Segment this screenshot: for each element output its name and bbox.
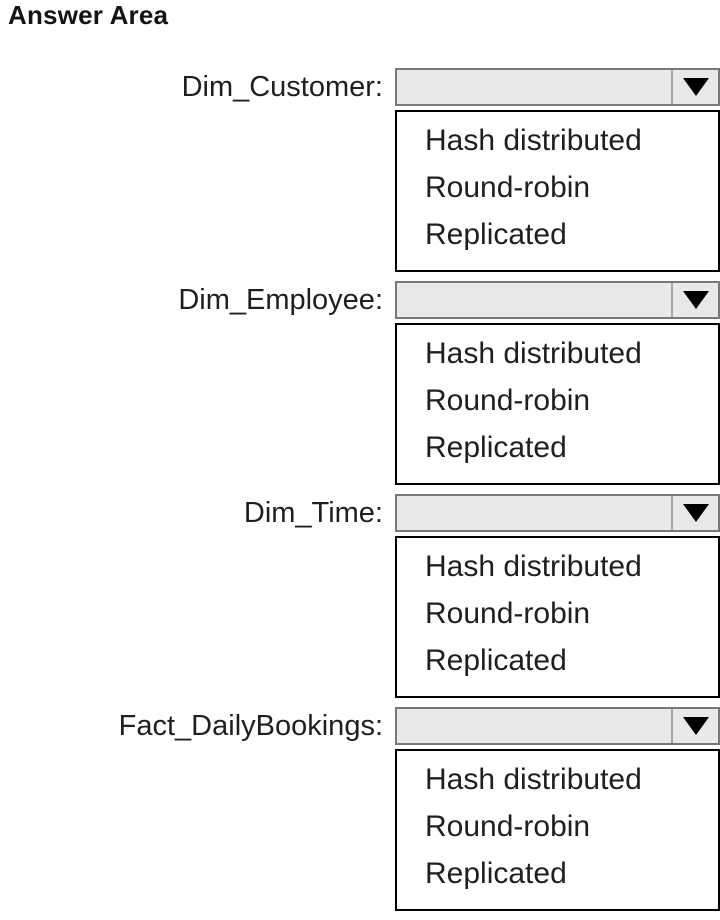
distribution-dropdown[interactable]	[395, 494, 720, 532]
list-item[interactable]: Hash distributed	[425, 337, 642, 370]
dropdown-selected-value	[397, 70, 671, 104]
list-item[interactable]: Replicated	[425, 857, 567, 890]
answer-area: Dim_Customer: Hash distributed Round-rob…	[0, 68, 720, 920]
row-label: Dim_Customer:	[181, 71, 383, 103]
chevron-down-icon	[682, 717, 709, 735]
question-row-fact-dailybookings: Fact_DailyBookings: Hash distributed Rou…	[0, 707, 720, 911]
dropdown-selected-value	[397, 283, 671, 317]
question-row-dim-time: Dim_Time: Hash distributed Round-robin R…	[0, 494, 720, 698]
list-item[interactable]: Round-robin	[425, 384, 591, 417]
list-item[interactable]: Hash distributed	[425, 124, 642, 157]
row-label: Dim_Employee:	[178, 284, 383, 316]
options-listbox: Hash distributed Round-robin Replicated	[395, 749, 720, 911]
list-item[interactable]: Replicated	[425, 644, 567, 677]
question-row-dim-employee: Dim_Employee: Hash distributed Round-rob…	[0, 281, 720, 485]
dropdown-arrow-button[interactable]	[671, 496, 718, 530]
options-listbox: Hash distributed Round-robin Replicated	[395, 536, 720, 698]
chevron-down-icon	[682, 504, 709, 522]
distribution-dropdown[interactable]	[395, 281, 720, 319]
options-listbox: Hash distributed Round-robin Replicated	[395, 323, 720, 485]
distribution-dropdown[interactable]	[395, 68, 720, 106]
options-listbox: Hash distributed Round-robin Replicated	[395, 110, 720, 272]
row-label: Dim_Time:	[243, 497, 383, 529]
list-item[interactable]: Hash distributed	[425, 763, 642, 796]
chevron-down-icon	[682, 291, 709, 309]
dropdown-selected-value	[397, 496, 671, 530]
list-item[interactable]: Round-robin	[425, 171, 591, 204]
dropdown-selected-value	[397, 709, 671, 743]
distribution-dropdown[interactable]	[395, 707, 720, 745]
list-item[interactable]: Round-robin	[425, 810, 591, 843]
list-item[interactable]: Round-robin	[425, 597, 591, 630]
list-item[interactable]: Hash distributed	[425, 550, 642, 583]
question-row-dim-customer: Dim_Customer: Hash distributed Round-rob…	[0, 68, 720, 272]
list-item[interactable]: Replicated	[425, 218, 567, 251]
dropdown-arrow-button[interactable]	[671, 283, 718, 317]
dropdown-arrow-button[interactable]	[671, 709, 718, 743]
dropdown-arrow-button[interactable]	[671, 70, 718, 104]
row-label: Fact_DailyBookings:	[118, 710, 383, 742]
list-item[interactable]: Replicated	[425, 431, 567, 464]
page-title: Answer Area	[8, 0, 169, 30]
chevron-down-icon	[682, 78, 709, 96]
